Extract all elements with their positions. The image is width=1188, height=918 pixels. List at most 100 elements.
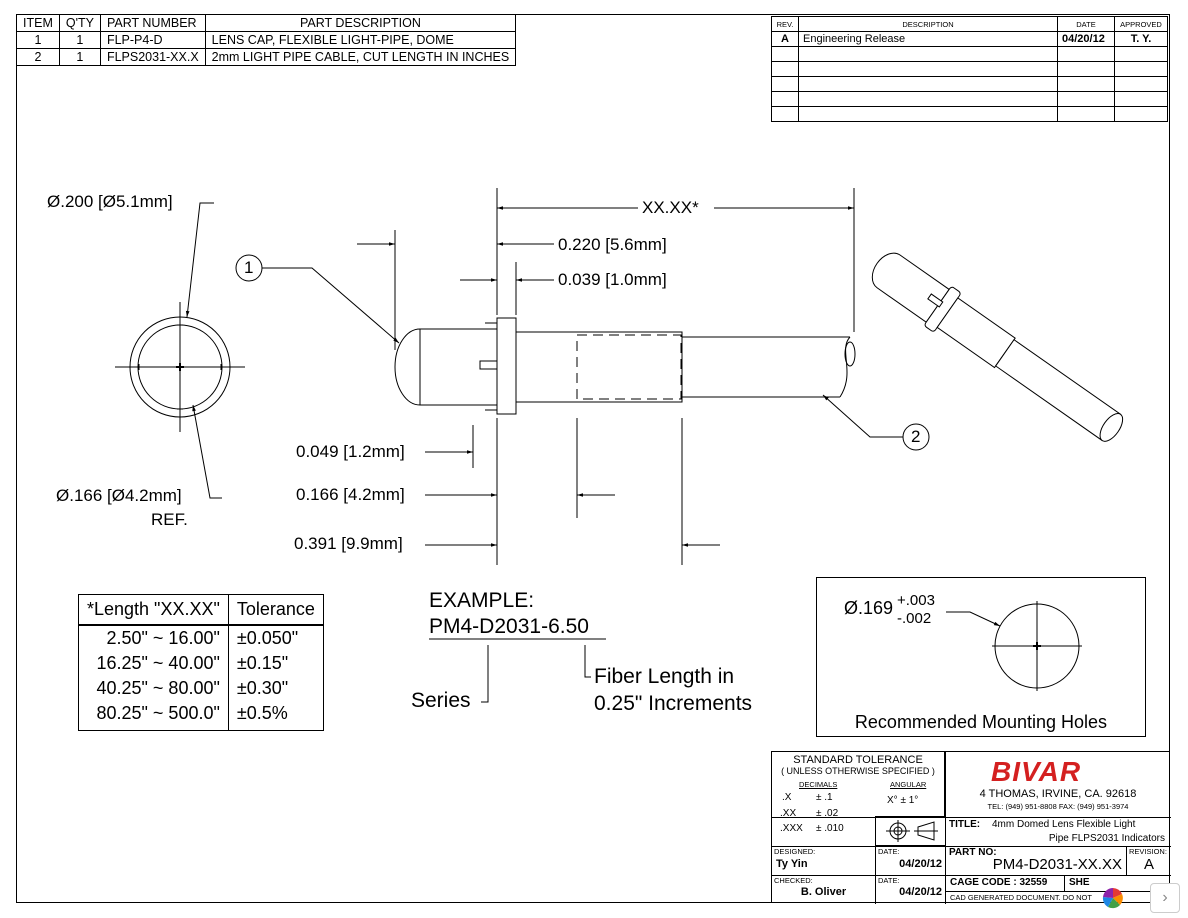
designed-date-cell: DATE: 04/20/12	[875, 846, 946, 876]
tolerance-row: 80.25" ~ 500.0" ±0.5%	[78, 701, 324, 731]
mounting-hole	[946, 601, 1082, 691]
tolerance-range: 80.25" ~ 500.0"	[78, 701, 229, 731]
title-label: TITLE:	[949, 819, 981, 830]
designed-date-label: DATE:	[878, 847, 900, 856]
tolerance-row: 40.25" ~ 80.00" ±0.30"	[78, 676, 324, 701]
angular-label: ANGULAR	[890, 780, 927, 789]
title-line2: Pipe FLPS2031 Indicators	[1048, 833, 1165, 844]
dec-row-xx: .XX	[780, 808, 797, 819]
dec-row-x: .X	[782, 792, 792, 803]
decimals-label: DECIMALS	[799, 780, 838, 789]
revision-table: REV. DESCRIPTION DATE APPROVED A Enginee…	[771, 16, 1168, 122]
revision-cell: Engineering Release	[798, 31, 1058, 47]
dec-row-xxx-tol: ± .010	[816, 823, 844, 834]
revision-row	[771, 76, 1168, 92]
inner-diameter-label: Ø.166 [Ø4.2mm]	[56, 486, 182, 505]
cage-code: CAGE CODE : 32559	[950, 877, 1048, 888]
mounting-tol-minus: -.002	[897, 610, 932, 627]
designed-by: Ty Yin	[776, 858, 808, 870]
designed-label: DESIGNED:	[774, 847, 816, 856]
cad-note: CAD GENERATED DOCUMENT. DO NOT	[950, 893, 1092, 902]
outer-diameter-label: Ø.200 [Ø5.1mm]	[47, 192, 173, 211]
example-part-separator: -	[541, 615, 549, 638]
dim-0391-label: 0.391 [9.9mm]	[294, 534, 403, 553]
dim-0166-label: 0.166 [4.2mm]	[296, 485, 405, 504]
revision-label: REVISION:	[1129, 847, 1167, 856]
projection-symbol-cell	[875, 816, 946, 846]
balloon-2-label: 2	[911, 427, 921, 446]
viewer-logo-icon	[1098, 883, 1128, 913]
bom-cell: 1	[58, 48, 101, 66]
balloon-1-label: 1	[244, 258, 254, 277]
example-part-suffix: 6.50	[548, 615, 589, 638]
tolerance-row: 2.50" ~ 16.00" ±0.050"	[78, 625, 324, 651]
tolerance-range: 40.25" ~ 80.00"	[78, 676, 229, 701]
bom-table: ITEM Q'TY PART NUMBER PART DESCRIPTION 1…	[16, 14, 517, 66]
company-address: 4 THOMAS, IRVINE, CA. 92618	[979, 788, 1137, 800]
third-angle-projection-icon	[886, 820, 938, 842]
dim-0220-label: 0.220 [5.6mm]	[558, 235, 667, 254]
mounting-holes-box: Ø.169 +.003 -.002 Recommended Mounting H…	[816, 577, 1146, 737]
dec-row-xxx: .XXX	[780, 823, 803, 834]
dim-0039-label: 0.039 [1.0mm]	[558, 270, 667, 289]
company-phone: TEL: (949) 951-8808 FAX: (949) 951-3974	[987, 802, 1129, 811]
dec-row-x-tol: ± .1	[816, 792, 833, 803]
bom-cell: FLP-P4-D	[99, 31, 206, 49]
std-tol-sub: ( UNLESS OTHERWISE SPECIFIED )	[781, 766, 935, 776]
revision-value: A	[1143, 856, 1154, 873]
angular-value: X° ± 1°	[887, 795, 919, 806]
checked-cell: CHECKED: B. Oliver	[772, 875, 876, 904]
std-tol-title: STANDARD TOLERANCE	[793, 754, 923, 766]
tolerance-header: *Length "XX.XX"	[78, 594, 229, 626]
sheet-label: SHE	[1069, 877, 1090, 888]
revision-cell: 04/20/12	[1057, 31, 1115, 47]
mounting-diameter: Ø.169	[844, 598, 894, 618]
revision-row: A Engineering Release 04/20/12 T. Y.	[771, 31, 1168, 47]
revision-cell: REVISION: A	[1126, 846, 1171, 876]
inner-diameter-ref-label: REF.	[151, 510, 188, 529]
example-title: EXAMPLE:	[429, 589, 535, 612]
balloon-2-circle	[902, 423, 930, 451]
bom-row: 1 1 FLP-P4-D LENS CAP, FLEXIBLE LIGHT-PI…	[16, 31, 517, 49]
tolerance-header-row: *Length "XX.XX" Tolerance	[78, 594, 324, 626]
tolerance-range: 2.50" ~ 16.00"	[78, 625, 229, 651]
tolerance-header: Tolerance	[228, 594, 324, 626]
side-view	[262, 188, 903, 565]
tolerance-row: 16.25" ~ 40.00" ±0.15"	[78, 651, 324, 676]
title-line1: 4mm Domed Lens Flexible Light	[992, 819, 1136, 830]
example-part-prefix: PM4-D2031	[429, 615, 542, 638]
title-block: STANDARD TOLERANCE ( UNLESS OTHERWISE SP…	[771, 751, 1171, 904]
company-cell: BIVAR 4 THOMAS, IRVINE, CA. 92618 TEL: (…	[945, 752, 1171, 818]
balloon-1-circle	[235, 254, 263, 282]
bom-cell: 2mm LIGHT PIPE CABLE, CUT LENGTH IN INCH…	[204, 48, 517, 66]
overall-length-label: XX.XX*	[642, 198, 699, 217]
company-logo: BIVAR	[991, 756, 1082, 787]
tolerance-value: ±0.5%	[236, 703, 288, 723]
checked-date-label: DATE:	[878, 876, 900, 885]
title-cell: TITLE: 4mm Domed Lens Flexible Light Pip…	[945, 817, 1171, 847]
bom-header: Q'TY	[58, 14, 101, 32]
dim-0049-label: 0.049 [1.2mm]	[296, 442, 405, 461]
checked-by: B. Oliver	[800, 886, 847, 898]
example-fiber-line1: Fiber Length in	[594, 665, 735, 688]
checked-date-cell: DATE: 04/20/12	[875, 875, 946, 904]
dec-row-xx-tol: ± .02	[816, 808, 839, 819]
bom-row: 2 1 FLPS2031-XX.X 2mm LIGHT PIPE CABLE, …	[16, 48, 517, 66]
designed-cell: DESIGNED: Ty Yin	[772, 846, 876, 876]
bom-cell: FLPS2031-XX.X	[99, 48, 206, 66]
checked-label: CHECKED:	[774, 876, 813, 885]
revision-cell	[1114, 106, 1168, 122]
checked-date: 04/20/12	[899, 886, 942, 898]
next-page-button[interactable]: ›	[1150, 883, 1180, 913]
end-view	[115, 202, 245, 499]
std-tolerance-cell: STANDARD TOLERANCE ( UNLESS OTHERWISE SP…	[772, 752, 945, 818]
tolerance-value: ±0.30"	[236, 678, 289, 698]
part-no-cell: PART NO: PM4-D2031-XX.XX	[945, 846, 1127, 876]
revision-row	[771, 106, 1168, 122]
revision-cell: T. Y.	[1114, 31, 1168, 47]
tolerance-value: ±0.15"	[236, 653, 289, 673]
example-part-number: PM4-D2031-6.50	[429, 615, 589, 639]
length-tolerance-table: *Length "XX.XX" Tolerance 2.50" ~ 16.00"…	[78, 594, 324, 731]
drawing-border	[16, 14, 1170, 903]
